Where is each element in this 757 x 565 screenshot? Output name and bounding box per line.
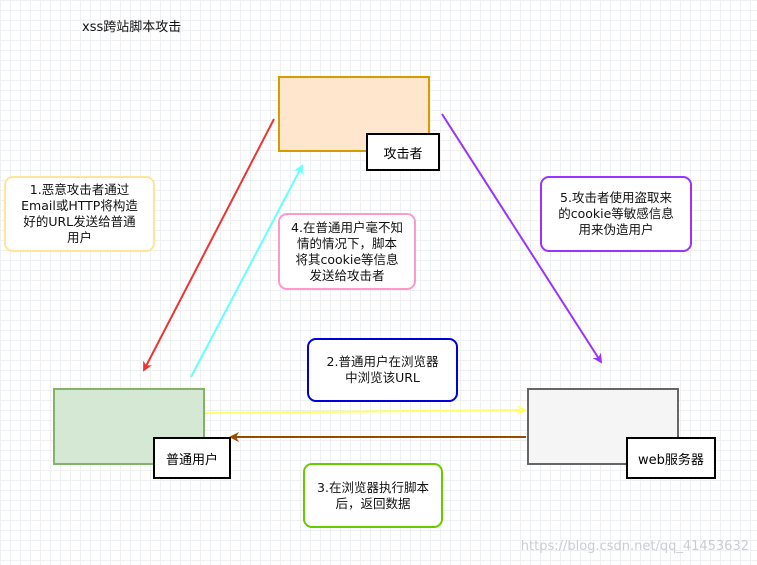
note-step4-line: 将其cookie等信息 — [295, 251, 399, 267]
note-step2: 2.普通用户在浏览器 中浏览该URL — [307, 338, 458, 402]
note-step2-line: 2.普通用户在浏览器 — [326, 354, 439, 369]
note-step1-line: Email或HTTP将构造 — [21, 198, 138, 213]
arrow-user-to-attacker — [190, 164, 303, 378]
note-step4-line: 4.在普通用户毫不知 — [291, 219, 403, 235]
note-step1-line: 1.恶意攻击者通过 — [29, 182, 130, 197]
arrow-user-to-server — [204, 405, 527, 416]
note-step5-line: 5.攻击者使用盗取来 — [560, 190, 672, 205]
note-step5: 5.攻击者使用盗取来 的cookie等敏感信息 用来伪造用户 — [540, 176, 692, 252]
note-step5-line: 用来伪造用户 — [578, 222, 654, 237]
note-step3-line: 后，返回数据 — [335, 495, 411, 511]
note-step1: 1.恶意攻击者通过 Email或HTTP将构造 好的URL发送给普通 用户 — [4, 176, 155, 252]
watermark: https://blog.csdn.net/qq_41453632 — [520, 539, 749, 554]
arrow-attacker-to-user — [143, 118, 275, 372]
diagram-title: xss跨站脚本攻击 — [82, 20, 182, 35]
note-step3: 3.在浏览器执行脚本 后，返回数据 — [303, 463, 443, 528]
arrow-attacker-to-server — [441, 113, 603, 364]
note-step4-line: 发送给攻击者 — [309, 267, 385, 283]
user-label: 普通用户 — [153, 437, 231, 479]
note-step5-line: 的cookie等敏感信息 — [558, 206, 674, 221]
note-step2-line: 中浏览该URL — [345, 370, 420, 385]
note-step1-line: 好的URL发送给普通 — [23, 214, 136, 229]
note-step1-line: 用户 — [66, 230, 92, 245]
note-step3-line: 3.在浏览器执行脚本 — [317, 479, 429, 495]
note-step4-line: 情的情况下，脚本 — [296, 235, 397, 251]
attacker-label: 攻击者 — [366, 133, 440, 171]
note-step4: 4.在普通用户毫不知 情的情况下，脚本 将其cookie等信息 发送给攻击者 — [278, 213, 416, 290]
server-label: web服务器 — [626, 437, 716, 479]
